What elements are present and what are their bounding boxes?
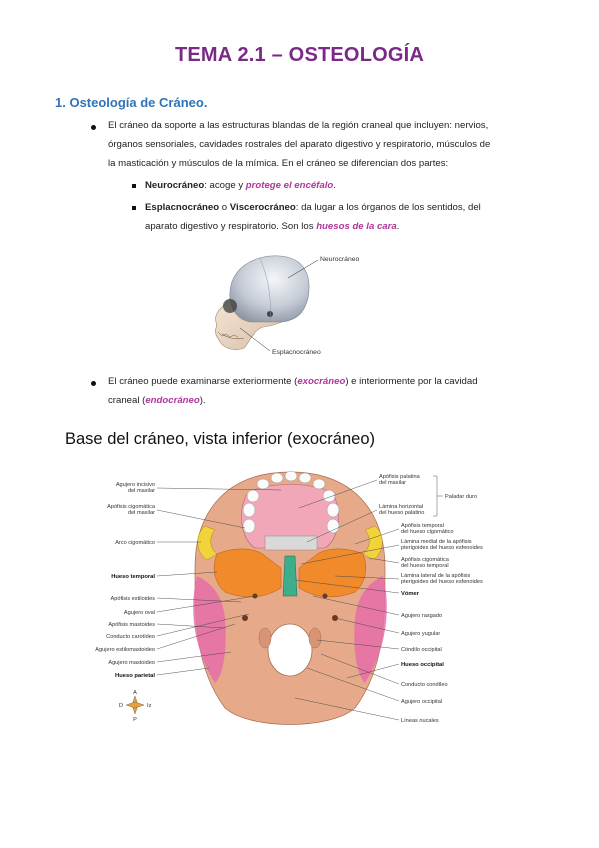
label-lamina-medial-2: pterigoides del hueso esfenoides	[401, 545, 483, 551]
figure-title: Base del cráneo, vista inferior (exocrán…	[65, 430, 375, 448]
sphenoid-left	[214, 548, 282, 598]
term-esplacnocraneo: Esplacnocráneo	[145, 202, 220, 213]
page-title: TEMA 2.1 – OSTEOLOGÍA	[174, 44, 425, 66]
label-arco-cigomatico: Arco cigomático	[115, 540, 155, 546]
label-apofisis-cigomatica-temporal-2: del hueso temporal	[401, 563, 449, 569]
label-apofisis-palatina: Apófisis palatina	[379, 474, 421, 480]
label-agujero-yugular: Agujero yugular	[401, 631, 440, 637]
right-labels: Apófisis palatina del maxilar Lámina hor…	[379, 474, 483, 724]
label-agujero-occipital: Agujero occipital	[401, 699, 442, 705]
subitem-text: aparato digestivo y respiratorio. Son lo…	[145, 221, 317, 232]
period: .	[396, 221, 400, 232]
emphasis-endocraneo: endocráneo	[145, 395, 200, 406]
square-bullet	[132, 206, 136, 210]
period: .	[333, 180, 336, 191]
paragraph-1-line-3: la masticación y músculos de la mímica. …	[108, 158, 449, 169]
compass-north: A	[133, 690, 137, 696]
skull-base-figure: Agujero incisivo del maxilar Apófisis ci…	[95, 470, 483, 725]
paragraph-1-line-1: El cráneo da soporte a las estructuras b…	[108, 120, 489, 131]
vomer	[282, 555, 298, 597]
bullet-dot	[91, 381, 96, 386]
paragraph-text: ) e interiormente por la cavidad	[345, 376, 478, 387]
label-conducto-carotideo: Conducto carotídeo	[106, 634, 155, 640]
right-leader-lines	[294, 475, 443, 721]
compass-rose: A P D Iz	[119, 690, 152, 723]
compass-south: P	[133, 717, 137, 723]
emphasis-text: huesos de la cara	[316, 221, 397, 232]
square-bullet	[132, 184, 136, 188]
label-vomer: Vómer	[401, 591, 420, 597]
label-apofisis-cigomatica-maxilar: Apófisis cigomática	[107, 504, 156, 510]
subitem-text: : da lugar a los órganos de los sentidos…	[295, 202, 481, 213]
term-viscerocraneo: Viscerocráneo	[229, 202, 296, 213]
label-lamina-lateral: Lámina lateral de la apófisis	[401, 573, 471, 579]
paragraph-text: El cráneo puede examinarse exteriormente…	[108, 376, 298, 387]
subitem-neurocraneo: Neurocráneo: acoge y protege el encéfalo…	[145, 176, 336, 195]
connector: o	[219, 202, 230, 213]
foramen-magnum	[267, 623, 313, 677]
label-apofisis-mastoides: Apófisis mastoides	[108, 622, 155, 628]
oval-foramen-right	[322, 593, 328, 599]
label-esplacnocraneo: Esplacnocráneo	[272, 349, 321, 356]
label-lamina-lateral-2: pterigoides del hueso esfenoides	[401, 579, 483, 585]
leader-line	[239, 327, 271, 352]
label-lineas-nucales: Líneas nucales	[401, 718, 439, 724]
leader-line	[287, 259, 319, 279]
subitem-esplacnocraneo: Esplacnocráneo o Viscerocráneo: da lugar…	[145, 198, 481, 217]
jugular-foramen-left	[242, 615, 248, 621]
paragraph-1-line-2: órganos sensoriales, cavidades rostrales…	[108, 139, 491, 150]
emphasis-exocraneo: exocráneo	[297, 376, 346, 387]
label-apofisis-temporal: Apófisis temporal	[401, 523, 444, 529]
compass-east: Iz	[147, 703, 152, 709]
occipital-condyle-left	[258, 627, 272, 649]
label-apofisis-cigomatica-maxilar-2: del maxilar	[128, 510, 155, 516]
subitem-esplacnocraneo-line-2: aparato digestivo y respiratorio. Son lo…	[145, 217, 399, 236]
occipital-condyle-right	[308, 627, 322, 649]
parietal-left-region	[193, 576, 226, 683]
label-agujero-oval: Agujero oval	[124, 610, 155, 616]
label-neurocraneo: Neurocráneo	[320, 256, 360, 263]
label-apofisis-cigomatica-temporal: Apófisis cigomática	[401, 557, 450, 563]
label-agujero-rasgado: Agujero rasgado	[401, 613, 442, 619]
label-apofisis-temporal-2: del hueso cigomático	[401, 529, 454, 535]
compass-west: D	[119, 703, 123, 709]
term-neurocraneo: Neurocráneo	[145, 180, 205, 191]
label-hueso-temporal: Hueso temporal	[111, 574, 155, 580]
subitem-text: : acoge y	[204, 180, 246, 191]
label-condilo-occipital: Cóndilo occipital	[401, 647, 442, 653]
left-leader-lines	[156, 487, 282, 676]
label-hueso-occipital: Hueso occipital	[401, 662, 444, 668]
label-lamina-medial: Lámina medial de la apófisis	[401, 539, 472, 545]
parietal-right-region	[354, 576, 387, 683]
teeth	[242, 470, 340, 534]
section-heading: 1. Osteología de Cráneo.	[55, 95, 208, 110]
label-agujero-estilomastoideo: Agujero estilomastoideo	[95, 647, 155, 653]
label-lamina-horizontal: Lámina horizontal	[379, 504, 423, 510]
paragraph-2-line-1: El cráneo puede examinarse exteriormente…	[108, 372, 478, 391]
lateral-skull-illustration: Neurocráneo Esplacnocráneo	[215, 255, 360, 356]
palatine-bone	[264, 535, 318, 551]
maxilla	[241, 484, 339, 549]
paragraph-text: craneal (	[108, 395, 146, 406]
paragraph-2-line-2: craneal (endocráneo).	[108, 391, 206, 410]
label-agujero-incisivo: Agujero incisivo	[116, 482, 155, 488]
label-lamina-horizontal-2: del hueso palatino	[379, 510, 424, 516]
label-agujero-mastoideo: Agujero mastoideo	[108, 660, 155, 666]
bullet-dot	[91, 125, 96, 130]
paragraph-text: ).	[199, 395, 206, 406]
label-paladar-duro: Paladar duro	[445, 494, 477, 500]
label-apofisis-palatina-2: del maxilar	[379, 480, 406, 486]
label-apofisis-estiloides: Apófisis estiloides	[111, 596, 156, 602]
emphasis-text: protege el encéfalo	[245, 180, 334, 191]
label-hueso-parietal: Hueso parietal	[115, 673, 155, 679]
left-labels: Agujero incisivo del maxilar Apófisis ci…	[95, 482, 156, 679]
label-agujero-incisivo-2: del maxilar	[128, 488, 155, 494]
label-conducto-condileo: Conducto condíleo	[401, 682, 448, 688]
